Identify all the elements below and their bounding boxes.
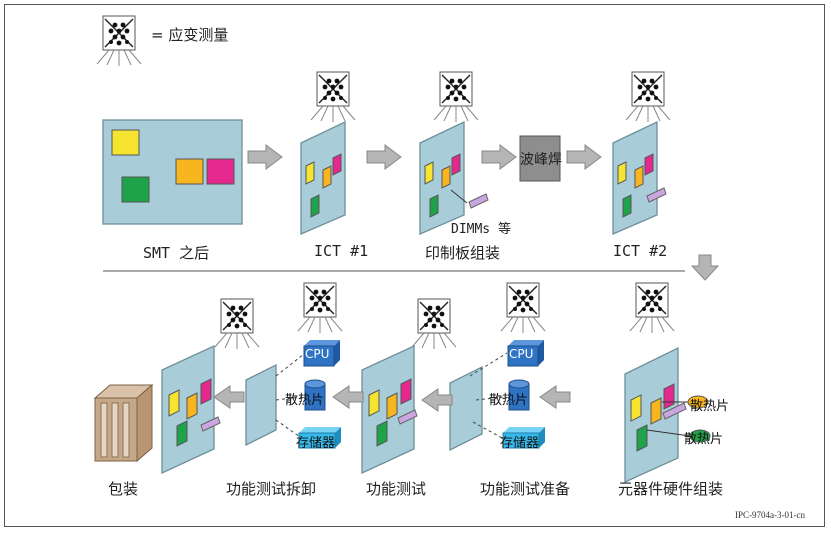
smt-chip-yellow xyxy=(111,129,140,156)
cpu-a-block xyxy=(507,345,539,367)
label-heatsink-d: 散热片 xyxy=(285,393,325,408)
dimm-module xyxy=(468,193,489,209)
label-packaging: 包装 xyxy=(108,480,139,498)
smt-chip-magenta xyxy=(206,158,235,185)
label-ict2: ICT #2 xyxy=(613,242,668,260)
label-cpu-a: CPU xyxy=(509,347,534,361)
label-pcba: 印制板组装 xyxy=(425,244,501,262)
teardown-fixture xyxy=(245,363,277,447)
label-teardown: 功能测试拆卸 xyxy=(226,480,317,498)
wave-solder-box xyxy=(519,135,561,182)
label-functest: 功能测试 xyxy=(366,480,427,498)
label-heatsink-b: 散热片 xyxy=(684,432,724,447)
arrow-ict1-pcba xyxy=(366,144,402,170)
label-assembly: 元器件硬件组装 xyxy=(618,480,724,498)
arrow-pcba-wave xyxy=(481,144,517,170)
label-dimms: DIMMs 等 xyxy=(451,222,511,237)
label-ict1: ICT #1 xyxy=(314,242,369,260)
smt-chip-green xyxy=(121,176,150,203)
smt-chip-orange xyxy=(175,158,204,185)
figure-code: IPC-9704a-3-01-cn xyxy=(735,510,805,520)
label-memory-b: 存储器 xyxy=(296,436,336,451)
memory-b-block xyxy=(298,432,336,449)
gauge-assembly-icon xyxy=(629,282,675,334)
arrow-smt-ict1 xyxy=(247,144,283,170)
label-cpu-b: CPU xyxy=(305,347,330,361)
diagram-frame xyxy=(4,4,825,527)
arrow-functest-teardown xyxy=(332,385,364,409)
label-memory-a: 存储器 xyxy=(500,436,540,451)
prep-fixture xyxy=(449,365,483,452)
memory-a-block xyxy=(502,432,540,449)
legend-strain-gauge-icon xyxy=(96,15,142,67)
legend-text: = 应变测量 xyxy=(151,26,229,44)
label-heatsink-a: 散热片 xyxy=(690,399,730,414)
gauge-ict2-icon xyxy=(625,71,671,123)
arrow-prep-functest xyxy=(421,388,453,412)
gauge-ict1-icon xyxy=(310,71,356,123)
gauge-cpu-b-icon xyxy=(297,282,343,334)
gauge-cpu-a-icon xyxy=(500,282,546,334)
gauge-functest-icon xyxy=(411,298,457,350)
label-prep: 功能测试准备 xyxy=(480,480,571,498)
arrow-teardown-packaging xyxy=(213,385,245,409)
crate-side xyxy=(136,383,153,463)
label-wave-solder: 波峰焊 xyxy=(520,152,562,168)
arrow-down xyxy=(690,254,720,281)
label-smt: SMT 之后 xyxy=(143,244,210,262)
gauge-pcba-icon xyxy=(433,71,479,123)
arrow-assembly-prep xyxy=(539,385,571,409)
arrow-wave-ict2 xyxy=(566,144,602,170)
label-heatsink-c: 散热片 xyxy=(489,393,529,408)
gauge-packaging-icon xyxy=(214,298,260,350)
cpu-b-block xyxy=(303,345,335,367)
